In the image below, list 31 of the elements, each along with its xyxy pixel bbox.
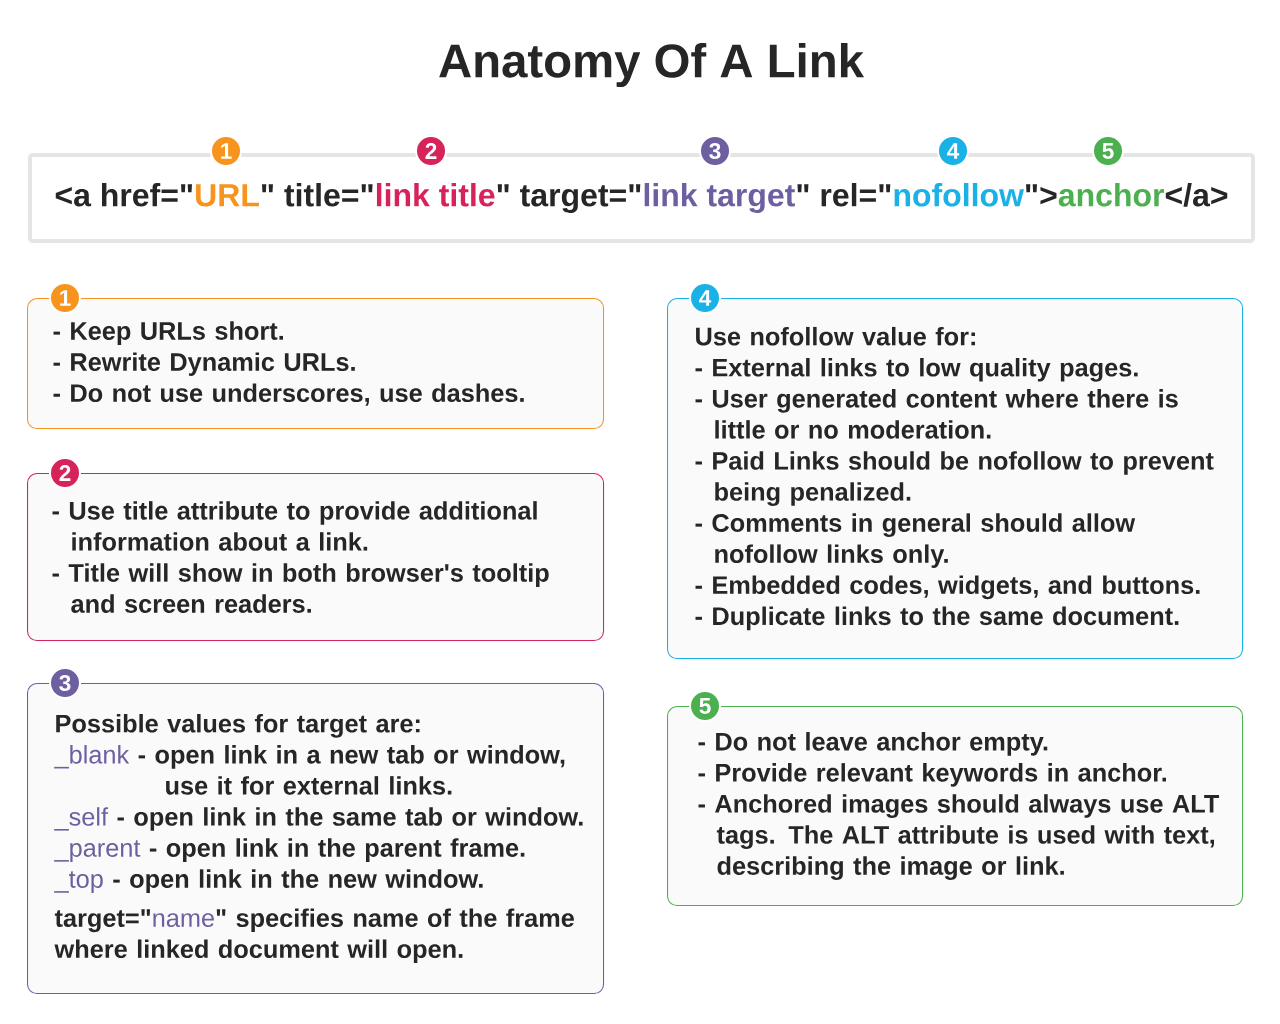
node-label: - Duplicate links to the same document. <box>695 606 1179 631</box>
number-badge: 1 <box>210 135 242 167</box>
node-label: - User generated content where there is little or no moderation. <box>695 389 1178 439</box>
node-label: where linked document will open. <box>54 939 463 964</box>
node-label: name <box>153 913 214 928</box>
node-label: - open link in the new window. <box>113 869 483 893</box>
node-label: - open link in the parent frame. <box>149 838 525 862</box>
node-label: _parent <box>54 840 141 862</box>
node-label: - Embedded codes, widgets, and buttons. <box>695 575 1200 600</box>
node-label: Possible values for target are: <box>56 714 420 738</box>
number-badge: 4 <box>689 282 721 314</box>
number-badge: 3 <box>699 135 731 167</box>
number-badge: 3 <box>49 667 81 699</box>
node-label: _blank <box>54 745 130 769</box>
number-badge: 5 <box>689 690 721 722</box>
number-badge: 2 <box>49 457 81 489</box>
node-label: Use nofollow value for: <box>696 326 976 346</box>
node-label: - open link in the same tab or window. <box>117 807 583 831</box>
title: Anatomy Of A Link <box>439 42 865 88</box>
node-label: - Paid Links should be nofollow to prevent being penalized. <box>695 451 1214 506</box>
node-label: - Comments in general should allow nofollow links only. <box>695 513 1136 569</box>
node-label: _top <box>54 871 103 893</box>
number-badge: 2 <box>415 135 447 167</box>
number-badge: 1 <box>49 282 81 314</box>
number-badge: 4 <box>937 135 969 167</box>
node-label: target=" <box>54 909 151 933</box>
number-badge: 5 <box>1092 135 1124 167</box>
node-label: - External links to low quality pages. <box>695 358 1138 382</box>
node-label: - open link in a new tab or window, use it for external links. <box>138 745 565 795</box>
node-label: " specifies name of the frame <box>216 908 574 933</box>
node-label: _self <box>54 807 109 831</box>
